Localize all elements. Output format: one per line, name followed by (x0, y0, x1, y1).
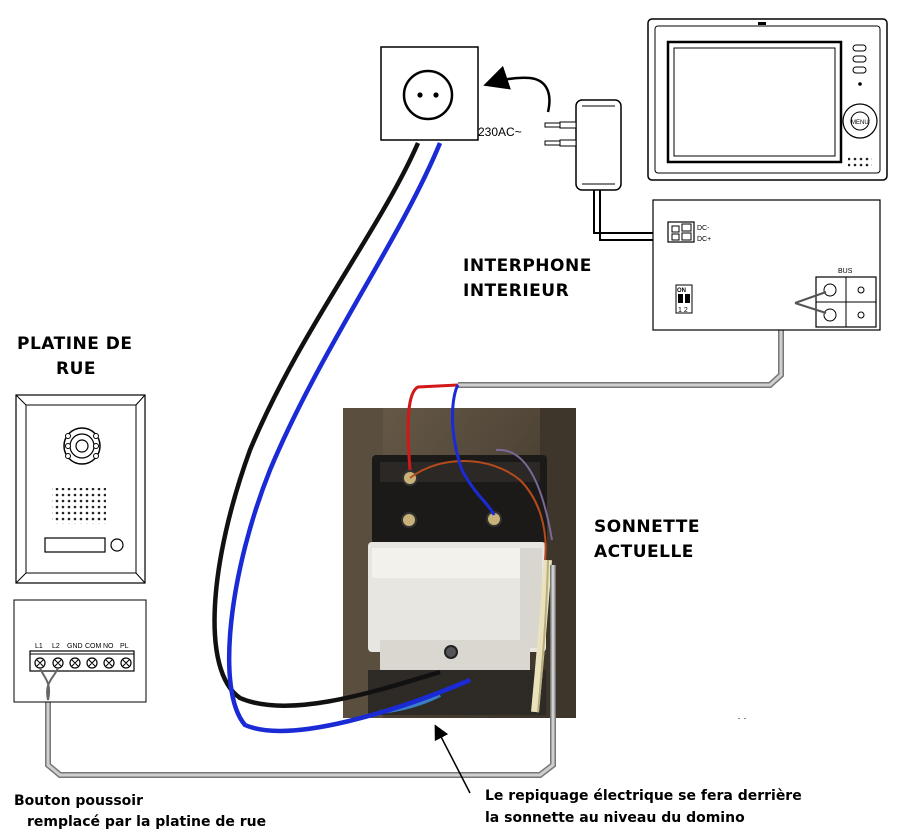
indoor-title-line2: INTERIEUR (463, 281, 570, 301)
plug-arrow (483, 65, 551, 113)
bell-title-line2: ACTUELLE (594, 542, 694, 562)
mains-wires (212, 142, 496, 734)
street-title-line2: RUE (56, 359, 97, 379)
note-left-line2: remplacé par la platine de rue (27, 814, 267, 830)
bus-label: BUS (838, 268, 853, 275)
terminal-label-l2: L2 (52, 643, 60, 650)
indoor-title-line1: INTERPHONE (463, 256, 592, 276)
menu-button-label: MENU (851, 120, 869, 126)
note-left-line1: Bouton poussoir (14, 793, 144, 809)
terminal-label-l1: L1 (35, 643, 43, 650)
bell-title-line1: SONNETTE (594, 517, 700, 537)
outlet-voltage-label: 230AC~ (478, 125, 522, 139)
power-outlet-icon (380, 46, 479, 141)
street-panel-icon (15, 394, 146, 584)
dip-numbers-label: 1 2 (678, 307, 688, 314)
street-title-line1: PLATINE DE (17, 334, 133, 354)
indoor-module: DC- DC+ ON 1 2 BUS (652, 199, 881, 331)
note-right-line2: la sonnette au niveau du domino (485, 810, 745, 826)
dip-on-label: ON (677, 288, 686, 294)
terminal-label-gnd: GND (67, 643, 83, 650)
door-bell-photo (343, 408, 576, 718)
power-adapter-icon (544, 99, 668, 241)
video-monitor-icon: MENU (647, 18, 888, 181)
terminal-label-com: COM (85, 643, 102, 650)
terminal-label-no: NO (103, 643, 114, 650)
dip-switch (675, 284, 693, 314)
dc-minus-label: DC- (697, 225, 710, 232)
terminal-label-pl: PL (120, 643, 129, 650)
dc-plus-label: DC+ (697, 236, 711, 243)
domino-pointer-arrow (434, 724, 471, 794)
note-right-line1: Le repiquage électrique se fera derrière (485, 788, 802, 804)
